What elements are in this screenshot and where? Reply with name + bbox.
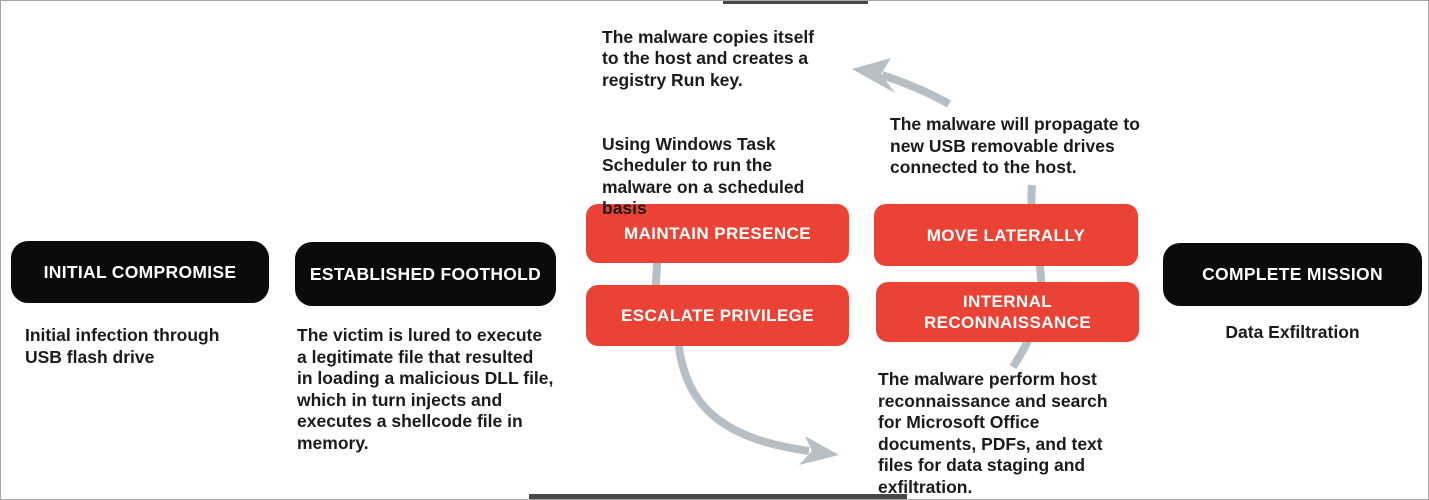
note-complete-mission: Data Exfiltration [1225, 322, 1360, 342]
stage-initial-compromise-label: INITIAL COMPROMISE [43, 261, 237, 282]
bottom-crop-bar [529, 494, 907, 499]
arrow-privilege-to-recon-note [674, 338, 810, 455]
stage-internal-reconnaissance: INTERNAL RECONNAISSANCE [876, 282, 1139, 342]
stage-complete-mission: COMPLETE MISSION [1163, 243, 1422, 306]
stage-internal-reconnaissance-label: INTERNAL RECONNAISSANCE [923, 292, 1092, 332]
stage-established-foothold-label: ESTABLISHED FOOTHOLD [309, 263, 542, 284]
stage-move-laterally-label: MOVE LATERALLY [926, 225, 1086, 245]
note-initial-compromise: Initial infection through USB flash driv… [25, 325, 220, 367]
stage-established-foothold: ESTABLISHED FOOTHOLD [295, 242, 556, 306]
note-maintain-presence-para1: The malware copies itself to the host an… [602, 26, 815, 90]
arrowhead-down-right-icon [799, 436, 839, 465]
stage-escalate-privilege: ESCALATE PRIVILEGE [586, 285, 849, 346]
stage-complete-mission-label: COMPLETE MISSION [1202, 264, 1383, 284]
note-established-foothold: The victim is lured to execute a legitim… [297, 325, 554, 453]
stage-maintain-presence: MAINTAIN PRESENCE [586, 204, 849, 263]
stage-move-laterally: MOVE LATERALLY [874, 204, 1138, 266]
stage-maintain-presence-label: MAINTAIN PRESENCE [624, 224, 811, 243]
arrow-lateral-to-presence-note [880, 71, 951, 108]
note-maintain-presence-para2: Using Windows Task Scheduler to run the … [602, 133, 805, 219]
note-move-laterally: The malware will propagate to new USB re… [890, 114, 1140, 177]
stage-initial-compromise: INITIAL COMPROMISE [11, 241, 269, 303]
note-maintain-presence: The malware copies itself to the host an… [602, 5, 864, 241]
note-internal-reconnaissance: The malware perform host reconnaissance … [878, 369, 1108, 497]
stage-escalate-privilege-label: ESCALATE PRIVILEGE [621, 306, 814, 325]
top-crop-bar [723, 1, 868, 4]
